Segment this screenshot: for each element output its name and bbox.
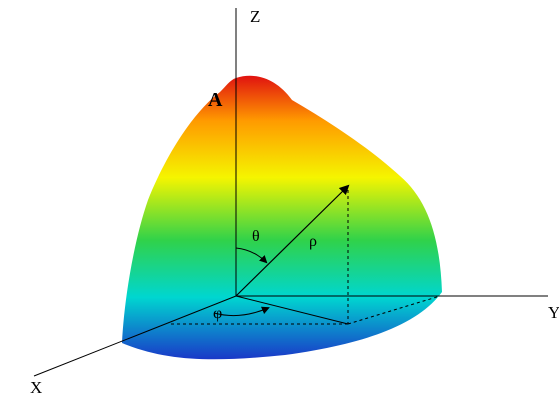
theta-arc (235, 247, 268, 264)
phi-label: φ (213, 305, 222, 322)
projection-dashed-to-y (347, 295, 441, 325)
x-axis-line (33, 295, 237, 377)
rho-vector (235, 184, 350, 297)
y-axis-label: Y (548, 303, 559, 322)
phi-arc (213, 306, 270, 317)
theta-label: θ (252, 228, 260, 245)
projection-to-foot (235, 295, 349, 325)
z-axis-label: Z (250, 7, 260, 26)
point-a-label: A (208, 89, 223, 111)
rho-label: ρ (309, 233, 317, 250)
sphere-octant-surface (122, 75, 442, 360)
x-axis-label: X (30, 378, 42, 394)
